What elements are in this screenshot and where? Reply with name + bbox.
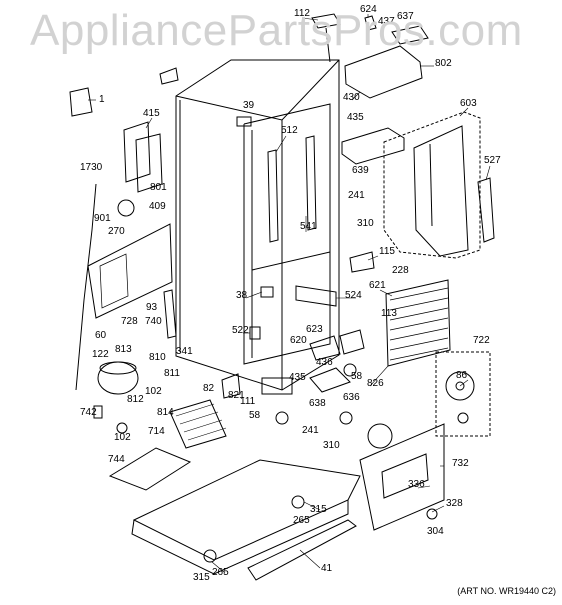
cord-1730 xyxy=(75,183,97,391)
callout-p409: 409 xyxy=(149,201,166,212)
callout-p315b: 315 xyxy=(193,572,210,583)
fan-assembly xyxy=(435,351,491,437)
callout-p714: 714 xyxy=(148,426,165,437)
callout-p310a: 310 xyxy=(357,218,374,229)
callout-p810: 810 xyxy=(149,352,166,363)
callout-p522: 522 xyxy=(232,325,249,336)
callout-p93: 93 xyxy=(146,302,158,313)
callout-p435a: 435 xyxy=(347,112,364,123)
callout-p512: 512 xyxy=(281,125,298,136)
callout-p722: 722 xyxy=(473,335,490,346)
rear-panel xyxy=(87,223,173,319)
callout-p740: 740 xyxy=(145,316,162,327)
callout-p802: 802 xyxy=(435,58,452,69)
callout-p310b: 310 xyxy=(323,440,340,451)
callout-p336: 336 xyxy=(408,479,425,490)
top-parts xyxy=(311,13,429,99)
air-duct xyxy=(383,111,481,259)
callout-p620: 620 xyxy=(290,335,307,346)
callout-p527: 527 xyxy=(484,155,501,166)
callout-p415: 415 xyxy=(143,108,160,119)
callout-p241a: 241 xyxy=(348,190,365,201)
callout-p112: 112 xyxy=(294,8,310,19)
callout-p436: 436 xyxy=(316,357,333,368)
toe-grille xyxy=(247,519,357,581)
callout-p111: 111 xyxy=(240,396,256,407)
callout-p603: 603 xyxy=(460,98,477,109)
callout-p728: 728 xyxy=(121,316,138,327)
callout-p813: 813 xyxy=(115,344,132,355)
callout-p304: 304 xyxy=(427,526,444,537)
callout-p901: 901 xyxy=(94,213,111,224)
callout-p102a: 102 xyxy=(145,386,162,397)
callout-p744: 744 xyxy=(108,454,125,465)
callout-p435b: 435 xyxy=(289,372,306,383)
callout-p437: 437 xyxy=(378,16,395,27)
compressor xyxy=(97,361,139,395)
callout-p1730: 1730 xyxy=(80,162,103,173)
callout-p39: 39 xyxy=(243,100,255,111)
callout-p1: 1 xyxy=(99,94,105,105)
callout-p621: 621 xyxy=(369,280,386,291)
access-cover xyxy=(359,423,445,531)
callout-p624: 624 xyxy=(360,4,377,15)
callout-p430: 430 xyxy=(343,92,360,103)
evaporator xyxy=(385,279,451,367)
callout-p826: 826 xyxy=(367,378,384,389)
cabinet xyxy=(175,59,340,391)
callout-p270: 270 xyxy=(108,226,125,237)
callout-p524: 524 xyxy=(345,290,362,301)
part-1 xyxy=(69,87,93,117)
callout-p82: 82 xyxy=(203,383,215,394)
callout-p315a: 315 xyxy=(310,504,327,515)
leader-lines xyxy=(88,14,491,574)
callout-p821: 821 xyxy=(228,390,245,401)
callout-p115: 115 xyxy=(379,246,395,257)
callout-p637: 637 xyxy=(397,11,414,22)
callout-p541: 541 xyxy=(300,221,317,232)
callout-p86: 86 xyxy=(456,370,468,381)
callout-p812: 812 xyxy=(127,394,144,405)
callout-p41: 41 xyxy=(321,563,333,574)
art-number: (ART NO. WR19440 C2) xyxy=(457,586,556,596)
watermark: AppliancePartsPros.com xyxy=(30,6,523,55)
callout-p801: 801 xyxy=(150,182,167,193)
callout-p60: 60 xyxy=(95,330,107,341)
callout-p265a: 265 xyxy=(293,515,310,526)
callout-p58b: 58 xyxy=(249,410,261,421)
base-pan xyxy=(108,447,361,575)
callout-p341: 341 xyxy=(176,346,193,357)
callout-p265b: 265 xyxy=(212,567,229,578)
callout-p811: 811 xyxy=(164,368,180,379)
callout-p122: 122 xyxy=(92,349,109,360)
shelf-supports xyxy=(267,135,317,243)
callout-p113: 113 xyxy=(381,308,397,319)
callout-p742: 742 xyxy=(80,407,97,418)
callout-p102b: 102 xyxy=(114,432,131,443)
callout-p328: 328 xyxy=(446,498,463,509)
callout-p814: 814 xyxy=(157,407,174,418)
callout-p638: 638 xyxy=(309,398,326,409)
callout-p623: 623 xyxy=(306,324,323,335)
callout-p228: 228 xyxy=(392,265,409,276)
gasket-parts xyxy=(123,67,179,193)
condenser xyxy=(169,399,227,449)
tray-639 xyxy=(341,127,405,165)
misc-small-parts xyxy=(93,199,438,563)
callout-p38: 38 xyxy=(236,290,248,301)
callout-p732: 732 xyxy=(452,458,469,469)
callout-p636: 636 xyxy=(343,392,360,403)
callout-p241b: 241 xyxy=(302,425,319,436)
callout-p58a: 58 xyxy=(351,371,363,382)
callout-p639: 639 xyxy=(352,165,369,176)
